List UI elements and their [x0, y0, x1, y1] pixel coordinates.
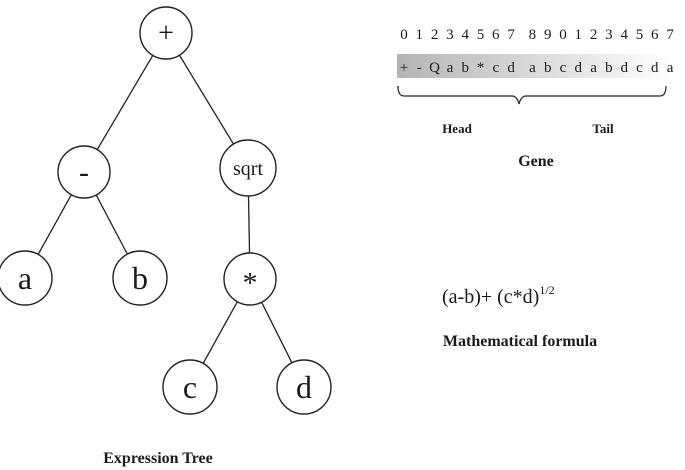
tree-edge-plus-minus [96, 55, 154, 150]
gene-symbol: b [461, 60, 469, 76]
gene-index: 3 [605, 27, 613, 43]
gene-symbol: b [605, 60, 613, 76]
gene-index: 7 [507, 27, 515, 43]
gene-symbol: - [417, 60, 422, 76]
gene-symbol: a [590, 60, 597, 76]
tree-node-c-circle [162, 359, 218, 415]
gene-index: 6 [651, 27, 659, 43]
tree-edge-mul-c [202, 301, 238, 364]
gene-symbol: a [529, 60, 536, 76]
tree-caption: Expression Tree [103, 450, 213, 467]
tree-node-c-label: c [183, 369, 197, 405]
tree-edge-minus-b [95, 194, 128, 255]
tree-node-multiply: * [223, 252, 277, 306]
tree-node-plus-label: + [158, 18, 174, 49]
tree-edge-mul-d [261, 301, 293, 364]
tree-node-c: c [162, 359, 218, 415]
tree-nodes: + - sqrt a b * c d [0, 6, 332, 415]
gene-symbol: * [477, 60, 485, 76]
gene-symbol: b [544, 60, 552, 76]
tree-node-minus: - [57, 145, 111, 199]
tail-brace [526, 85, 667, 97]
gene-symbol: c [492, 60, 499, 76]
gene-index: 4 [620, 27, 628, 43]
gene-index: 4 [461, 27, 469, 43]
tree-edge-plus-sqrt [178, 54, 235, 145]
gene-index: 2 [590, 27, 598, 43]
tree-node-multiply-label: * [243, 267, 258, 300]
tree-node-d-circle [276, 359, 332, 415]
tree-node-a: a [0, 250, 53, 306]
tree-node-sqrt-label: sqrt [233, 158, 263, 180]
tree-node-plus-circle [139, 6, 193, 60]
gene-symbol: + [400, 60, 408, 76]
gene-index: 1 [575, 27, 583, 43]
formula-caption: Mathematical formula [443, 333, 597, 350]
tree-node-plus: + [139, 6, 193, 60]
tree-edges [37, 54, 293, 364]
head-label: Head [442, 121, 472, 136]
gene-index: 9 [544, 27, 552, 43]
gene-symbol: d [620, 60, 628, 76]
gene-index: 0 [559, 27, 567, 43]
tree-node-d: d [276, 359, 332, 415]
tail-label: Tail [592, 121, 614, 136]
tree-node-a-circle [0, 250, 53, 306]
gene-index: 8 [529, 27, 537, 43]
gene-index: 2 [431, 27, 439, 43]
formula-base: (a-b)+ (c*d) [442, 286, 539, 308]
tree-node-minus-circle [57, 145, 111, 199]
tree-node-d-label: d [296, 369, 312, 405]
tree-node-multiply-circle [223, 252, 277, 306]
formula-text: (a-b)+ (c*d)1/2 [442, 283, 555, 308]
gene-index: 5 [636, 27, 644, 43]
gene-index: 0 [400, 27, 408, 43]
tree-node-b-circle [112, 250, 168, 306]
tree-node-minus-label: - [79, 156, 89, 189]
tree-node-b: b [112, 250, 168, 306]
gene-symbol: a [447, 60, 454, 76]
gene-symbol: c [636, 60, 643, 76]
gene-index: 1 [416, 27, 424, 43]
gene-symbol: d [575, 60, 583, 76]
gene-index: 3 [446, 27, 454, 43]
tree-edge-sqrt-mul [247, 195, 251, 254]
tree-node-a-label: a [18, 260, 32, 296]
gene-symbol: c [560, 60, 567, 76]
gene-index: 5 [477, 27, 485, 43]
tree-node-sqrt: sqrt [219, 139, 277, 197]
gene-index: 6 [492, 27, 500, 43]
gene-caption: Gene [518, 153, 554, 170]
gene-symbol: a [667, 60, 674, 76]
tree-edge-minus-a [37, 194, 72, 255]
gene-symbol: d [651, 60, 659, 76]
gene-symbol: d [507, 60, 515, 76]
formula-exponent: 1/2 [539, 283, 554, 297]
gene-index: 7 [666, 27, 674, 43]
tree-node-sqrt-circle [219, 139, 277, 197]
head-brace [397, 85, 527, 105]
gene-symbol: Q [429, 60, 440, 76]
tree-node-b-label: b [132, 260, 148, 296]
gene-bar [397, 54, 671, 78]
